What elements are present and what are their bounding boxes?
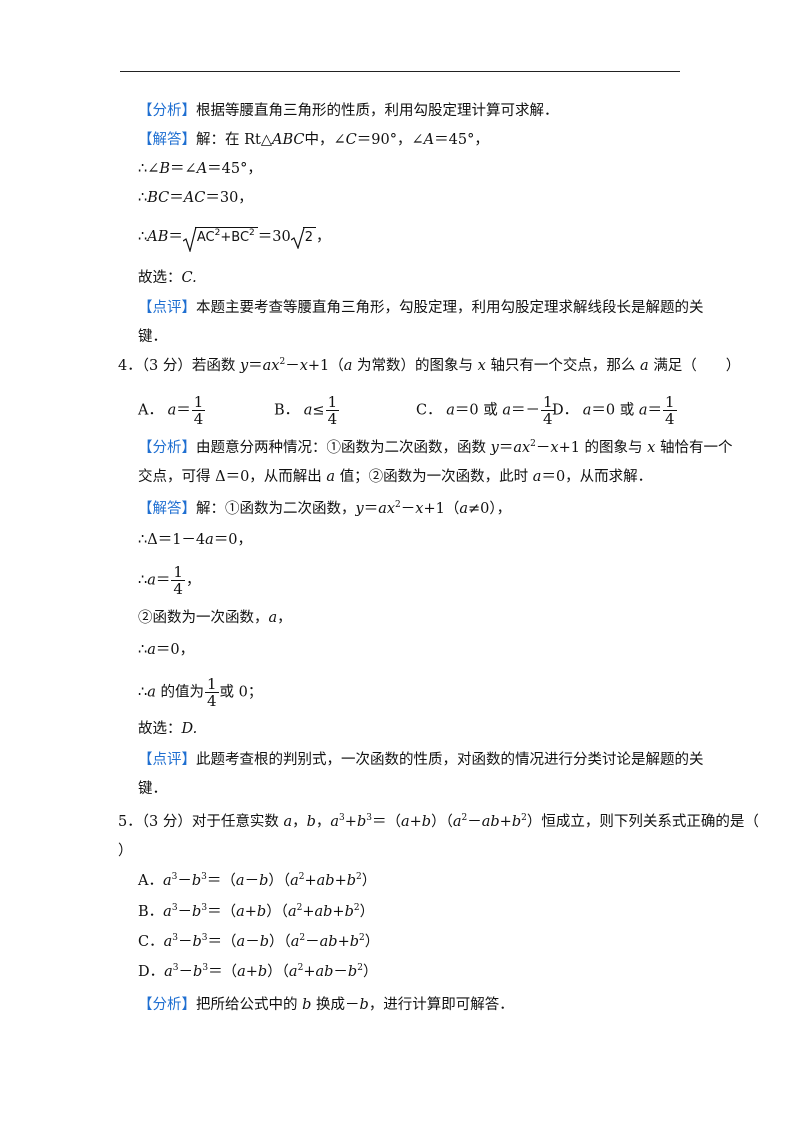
q4-step-delta: ∴Δ＝1－4a＝0， (138, 532, 253, 548)
q4-case2: ②函数为一次函数，a， (138, 610, 292, 626)
answer-tag: 【解答】 (138, 132, 196, 148)
q4-answer-1: 【解答】解：①函数为二次函数，y＝ax2－x+1（a≠0）， (138, 500, 512, 518)
header-rule (120, 71, 680, 72)
q4-comment-1: 【点评】此题考查根的判别式，一次函数的性质，对函数的情况进行分类讨论是解题的关 (138, 752, 704, 768)
q3-comment-1: 【点评】本题主要考查等腰直角三角形，勾股定理，利用勾股定理求解线段长是解题的关 (138, 300, 704, 316)
sqrt-2: 2 (290, 226, 316, 249)
q4-comment-2: 键． (138, 781, 167, 797)
analysis-tag: 【分析】 (138, 103, 196, 119)
comment-tag: 【点评】 (138, 300, 196, 316)
q5-option-c[interactable]: C．a3－b3＝（a－b）（a2－ab+b2） (138, 933, 380, 951)
q3-analysis: 【分析】根据等腰直角三角形的性质，利用勾股定理计算可求解． (138, 103, 559, 119)
q4-analysis-2: 交点，可得 Δ＝0，从而解出 a 值；②函数为一次函数，此时 a＝0，从而求解． (138, 469, 653, 485)
comment-tag: 【点评】 (138, 752, 196, 768)
analysis-tag: 【分析】 (138, 440, 196, 456)
q5-analysis: 【分析】把所给公式中的 b 换成－b，进行计算即可解答． (138, 997, 514, 1013)
q3-answer-line1: 【解答】解：在 Rt△ABC中，∠C＝90°，∠A＝45°， (138, 132, 489, 148)
q5-stem: 5．（3 分）对于任意实数 a，b，a3+b3＝（a+b）（a2－ab+b2）恒… (118, 813, 759, 831)
q4-analysis-1: 【分析】由题意分两种情况：①函数为二次函数，函数 y＝ax2－x+1 的图象与 … (138, 439, 733, 457)
q4-choice: 故选：D. (138, 721, 198, 737)
sqrt-expression: AC2+BC2 (182, 226, 258, 252)
q5-option-b[interactable]: B．a3－b3＝（a+b）（a2+ab+b2） (138, 903, 375, 921)
q3-step2: ∴∠B＝∠A＝45°， (138, 161, 262, 177)
analysis-tag: 【分析】 (138, 997, 196, 1013)
q4-step-a0: ∴a＝0， (138, 642, 195, 658)
q3-choice: 故选：C. (138, 270, 197, 286)
answer-tag: 【解答】 (138, 501, 196, 517)
q5-stem-close: ） (118, 843, 133, 859)
q4-stem: 4．（3 分）若函数 y＝ax2－x+1（a 为常数）的图象与 x 轴只有一个交… (118, 357, 741, 375)
q5-option-a[interactable]: A．a3－b3＝（a－b）（a2+ab+b2） (138, 872, 377, 890)
q5-option-d[interactable]: D．a3－b3＝（a+b）（a2+ab－b2） (138, 963, 378, 981)
q3-step3: ∴BC＝AC＝30， (138, 190, 253, 206)
q3-comment-2: 键． (138, 329, 167, 345)
